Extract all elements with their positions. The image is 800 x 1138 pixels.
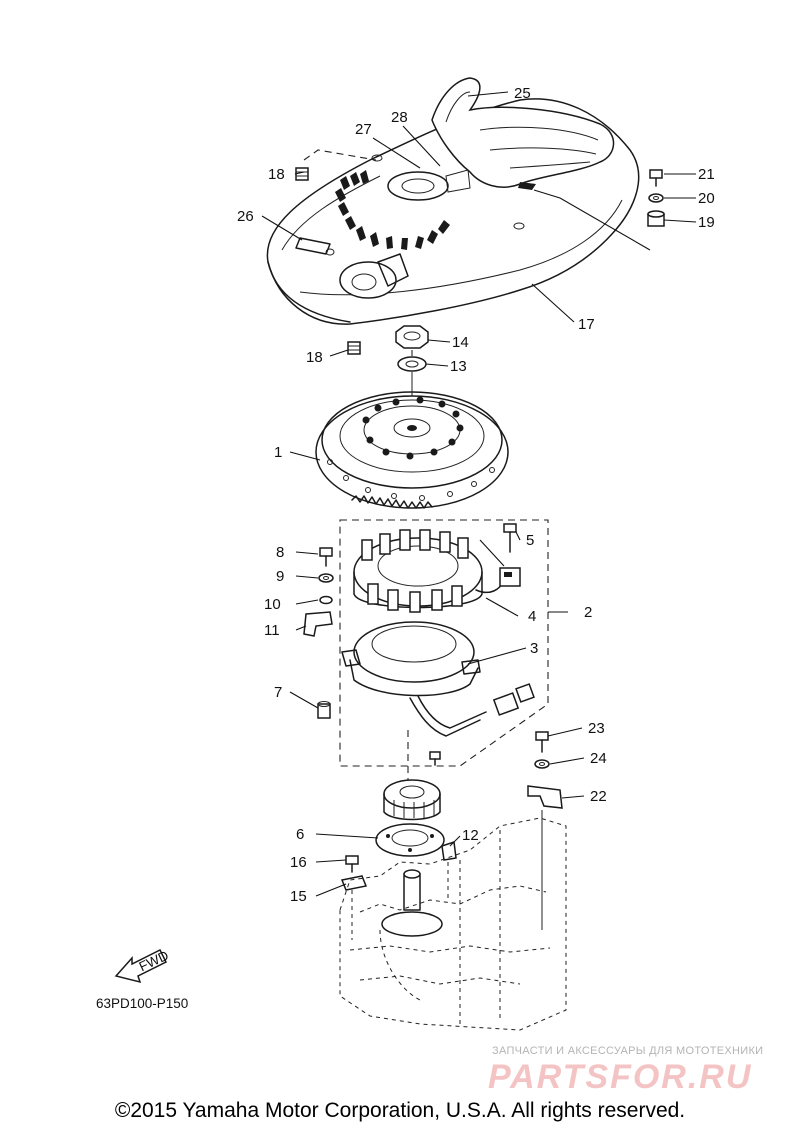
callout-23: 23 [588,720,605,737]
cover-vents [335,170,450,250]
callout-15: 15 [290,888,307,905]
bolt-23 [535,731,549,753]
watermark-tagline: ЗАПЧАСТИ И АКСЕССУАРЫ ДЛЯ МОТОТЕХНИКИ [492,1045,763,1057]
diagram-code: 63PD100-P150 [96,996,188,1011]
callout-12: 12 [462,827,479,844]
washer-13 [397,356,427,372]
callout-14: 14 [452,334,469,351]
copyright-notice: ©2015 Yamaha Motor Corporation, U.S.A. A… [114,1099,686,1122]
callout-8: 8 [276,544,284,561]
flywheel-cover [266,77,640,325]
callout-26: 26 [237,208,254,225]
callout-17: 17 [578,316,595,333]
callout-27: 27 [355,121,372,138]
callout-9: 9 [276,568,284,585]
bracket-15 [340,875,368,891]
washer-24 [534,759,550,769]
callout-25: 25 [514,85,531,102]
callout-6: 6 [296,826,304,843]
callout-5: 5 [526,532,534,549]
plate-6 [375,823,445,857]
grommet-18-bottom [347,341,361,355]
callout-22: 22 [590,788,607,805]
grommet-18-top [295,167,309,181]
flywheel-magneto [315,391,509,509]
bolt-5 [503,523,517,553]
engine-block [339,817,567,1031]
callout-7: 7 [274,684,282,701]
key-12 [441,840,457,861]
callouts: 25 28 27 18 26 21 20 19 17 18 14 13 1 5 … [237,85,715,905]
callout-11: 11 [264,622,280,639]
rotor-hub [383,779,441,821]
callout-3: 3 [530,640,538,657]
watermark-logo: PARTSFOR.RU [488,1058,752,1096]
collar-7 [317,701,331,719]
grommet-19 [647,210,665,227]
callout-24: 24 [590,750,607,767]
fwd-arrow-icon: FWD [114,948,171,984]
leader-lines [261,91,697,940]
callout-16: 16 [290,854,307,871]
fwd-label: FWD [137,948,171,975]
nut-14 [395,325,429,349]
callout-20: 20 [698,190,715,207]
washer-20 [648,193,664,203]
callout-28: 28 [391,109,408,126]
callout-4: 4 [528,608,536,625]
assembly-2-boundary [339,519,549,767]
screw-bottom [429,751,441,766]
washer-9 [318,573,334,583]
callout-13: 13 [450,358,467,375]
watermark: ЗАПЧАСТИ И АКСЕССУАРЫ ДЛЯ МОТОТЕХНИКИ PA… [488,1045,763,1096]
bolt-21 [649,169,663,187]
clamp-22 [527,785,563,809]
callout-19: 19 [698,214,715,231]
callout-10: 10 [264,596,281,613]
stator-coil [353,529,521,613]
callout-1: 1 [274,444,282,461]
clamp-11 [303,611,333,637]
washer-10 [319,595,333,605]
bolt-8 [319,547,333,567]
callout-2: 2 [584,604,592,621]
bolt-16 [345,855,359,873]
callout-18-bottom: 18 [306,349,323,366]
stator-base [341,621,535,737]
callout-18-top: 18 [268,166,285,183]
callout-21: 21 [698,166,715,183]
